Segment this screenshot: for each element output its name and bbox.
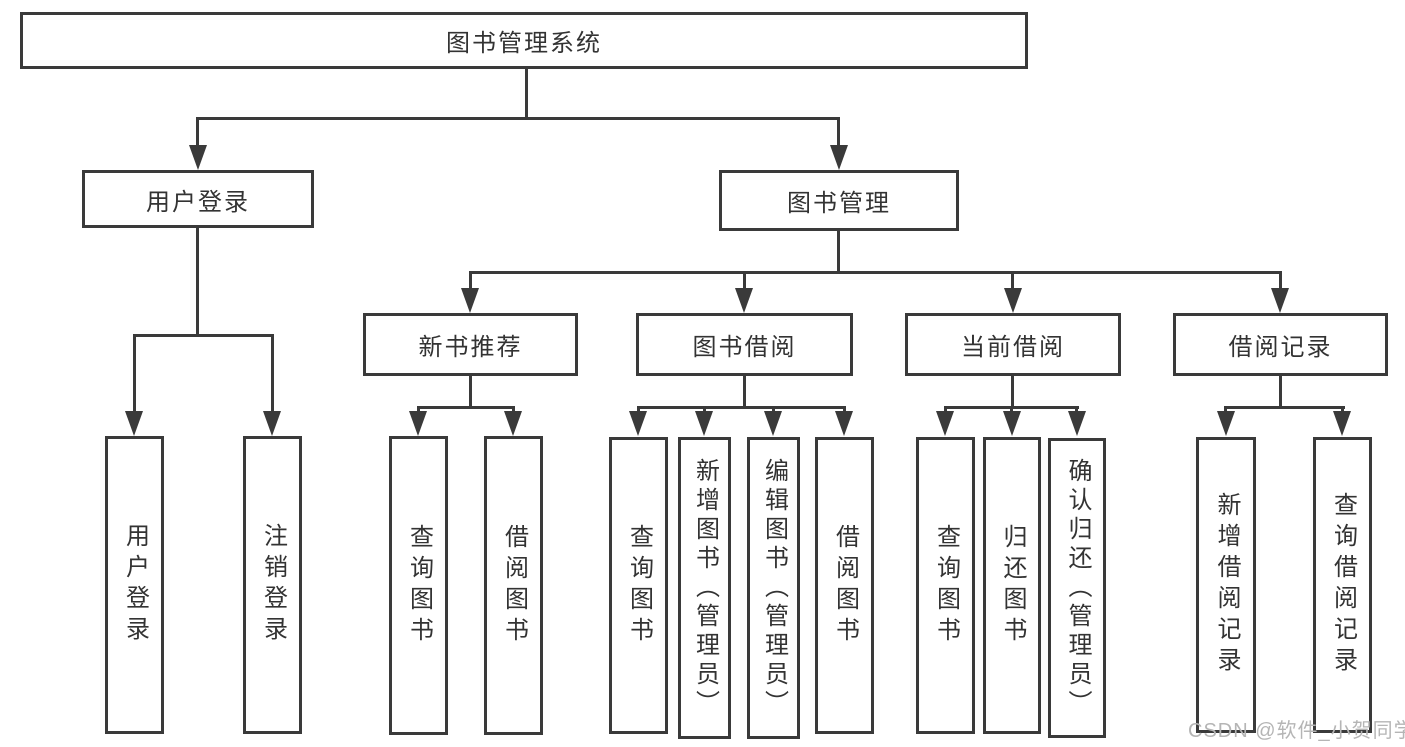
arrow-down-icon <box>936 411 954 436</box>
connector-line <box>1011 376 1014 409</box>
leaf-borrow-add-book-admin: 新增图书（管理员） <box>678 437 731 739</box>
connector-line <box>525 69 528 119</box>
connector-line <box>512 406 515 414</box>
leaf-label: 查询图书 <box>405 523 433 648</box>
leaf-recommend-query-book: 查询图书 <box>389 436 448 735</box>
leaf-user-login: 用户登录 <box>105 436 164 734</box>
leaf-label: 查询图书 <box>625 523 653 648</box>
connector-line <box>1279 271 1282 290</box>
leaf-label: 用户登录 <box>121 523 149 647</box>
leaf-current-return-book: 归还图书 <box>983 437 1041 734</box>
connector-line <box>944 406 947 414</box>
arrow-down-icon <box>263 411 281 436</box>
connector-line <box>637 406 846 409</box>
arrow-down-icon <box>189 145 207 170</box>
connector-line <box>271 334 274 413</box>
connector-line <box>196 117 199 147</box>
node-book-management: 图书管理 <box>719 170 959 231</box>
arrow-down-icon <box>504 411 522 436</box>
leaf-borrow-edit-book-admin: 编辑图书（管理员） <box>747 437 800 739</box>
arrow-down-icon <box>1003 411 1021 436</box>
leaf-borrow-borrow-book: 借阅图书 <box>815 437 874 734</box>
leaf-label: 确认归还（管理员） <box>1064 457 1091 719</box>
connector-line <box>1224 406 1227 414</box>
arrow-down-icon <box>1271 288 1289 313</box>
connector-line <box>469 376 472 409</box>
arrow-down-icon <box>629 411 647 436</box>
connector-line <box>772 406 775 414</box>
leaf-records-query-record: 查询借阅记录 <box>1313 437 1372 733</box>
leaf-label: 归还图书 <box>999 523 1026 648</box>
arrow-down-icon <box>835 411 853 436</box>
arrow-down-icon <box>125 411 143 436</box>
connector-line <box>837 117 840 147</box>
connector-line <box>703 406 706 414</box>
connector-line <box>1075 406 1078 414</box>
connector-line <box>1279 376 1282 409</box>
arrow-down-icon <box>735 288 753 313</box>
connector-line <box>417 406 515 409</box>
leaf-label: 借阅图书 <box>831 523 859 648</box>
leaf-recommend-borrow-book: 借阅图书 <box>484 436 543 735</box>
connector-line <box>743 376 746 409</box>
leaf-current-confirm-return-admin: 确认归还（管理员） <box>1048 438 1106 738</box>
leaf-label: 查询图书 <box>932 523 960 648</box>
leaf-label: 借阅图书 <box>500 523 528 648</box>
leaf-label: 新增图书（管理员） <box>691 457 719 719</box>
leaf-logout: 注销登录 <box>243 436 302 734</box>
leaf-records-add-record: 新增借阅记录 <box>1196 437 1256 733</box>
leaf-label: 查询借阅记录 <box>1329 492 1357 678</box>
arrow-down-icon <box>695 411 713 436</box>
connector-line <box>1224 406 1345 409</box>
arrow-down-icon <box>409 411 427 436</box>
arrow-down-icon <box>1333 411 1351 436</box>
connector-line <box>196 228 199 336</box>
arrow-down-icon <box>1217 411 1235 436</box>
connector-line <box>1341 406 1344 414</box>
connector-line <box>837 231 840 274</box>
arrow-down-icon <box>830 145 848 170</box>
arrow-down-icon <box>1004 288 1022 313</box>
connector-line <box>133 334 136 413</box>
node-current-borrow: 当前借阅 <box>905 313 1121 376</box>
node-new-book-recommend: 新书推荐 <box>363 313 578 376</box>
node-root: 图书管理系统 <box>20 12 1028 69</box>
arrow-down-icon <box>461 288 479 313</box>
connector-line <box>469 271 472 290</box>
node-book-borrow: 图书借阅 <box>636 313 853 376</box>
connector-line <box>1011 271 1014 290</box>
leaf-label: 注销登录 <box>259 523 287 647</box>
connector-line <box>417 406 420 414</box>
connector-line <box>637 406 640 414</box>
arrow-down-icon <box>764 411 782 436</box>
leaf-label: 新增借阅记录 <box>1213 492 1240 678</box>
connector-line <box>843 406 846 414</box>
node-borrow-records: 借阅记录 <box>1173 313 1388 376</box>
connector-line <box>196 117 840 120</box>
csdn-watermark: CSDN @软件_小贺同学 <box>1188 720 1405 742</box>
node-user-login: 用户登录 <box>82 170 314 228</box>
leaf-current-query-book: 查询图书 <box>916 437 975 734</box>
leaf-label: 编辑图书（管理员） <box>760 457 788 719</box>
arrow-down-icon <box>1068 411 1086 436</box>
connector-line <box>1010 406 1013 414</box>
leaf-borrow-query-book: 查询图书 <box>609 437 668 734</box>
connector-line <box>743 271 746 290</box>
connector-line <box>133 334 274 337</box>
connector-line <box>469 271 1282 274</box>
